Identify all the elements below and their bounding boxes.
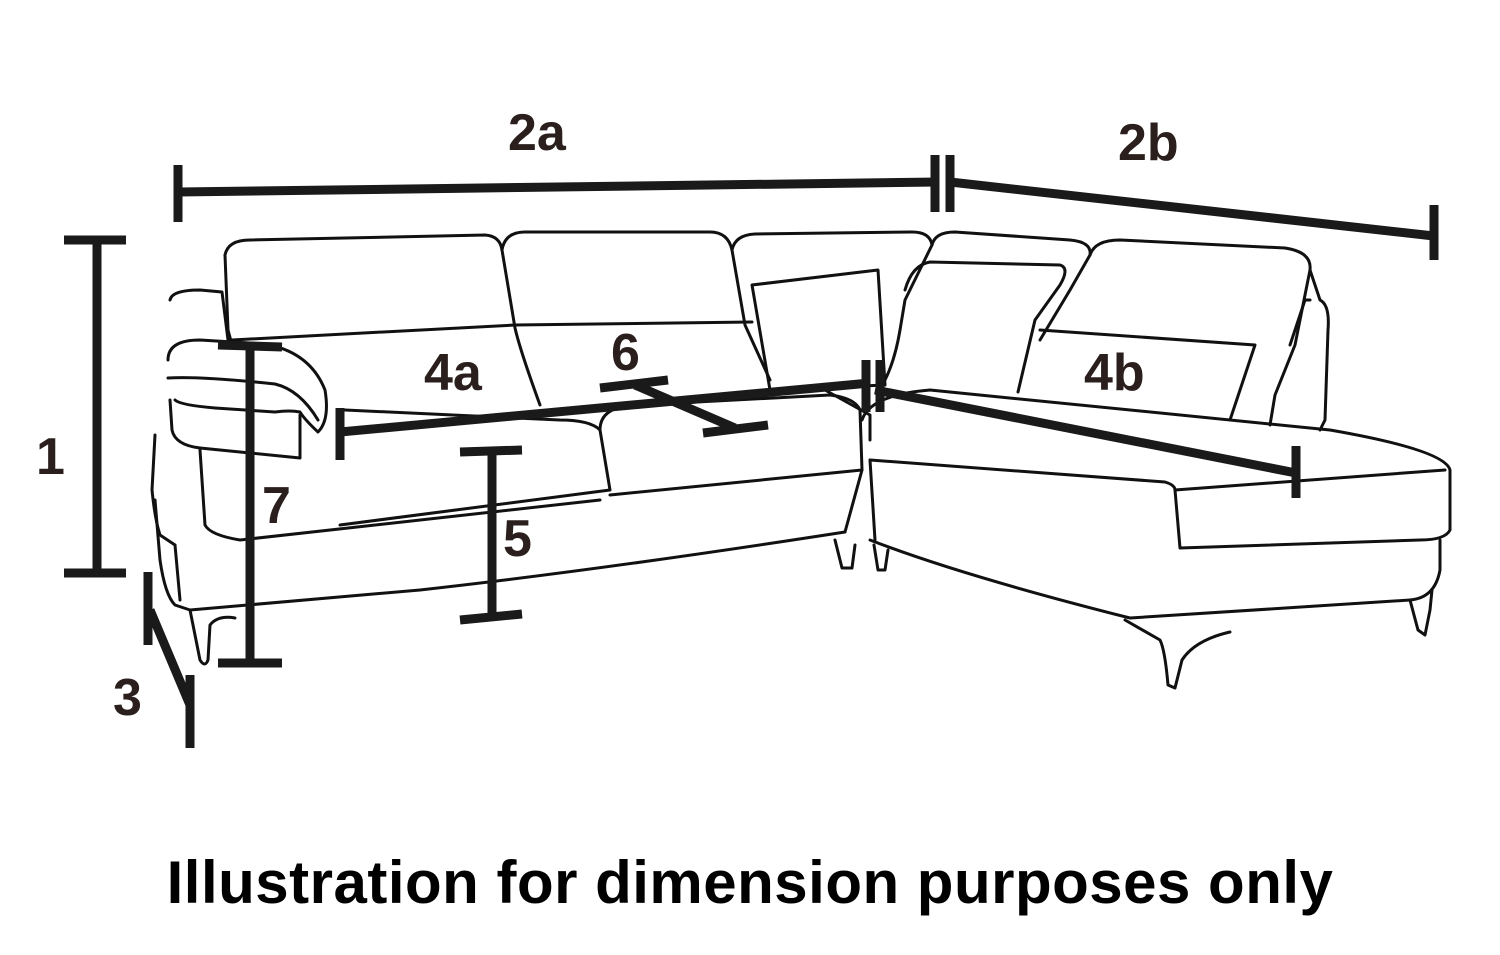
leg-middle-2 [872,543,890,572]
label-6: 6 [611,324,640,382]
base-left [153,498,847,612]
dimension-4a [335,378,871,460]
left-arm-back [168,288,230,342]
seat-cushion-2 [598,393,864,497]
corner-cushion-seam [883,328,902,382]
label-2b: 2b [1118,114,1179,172]
leg-front-right [1123,618,1232,690]
back-cushion-1 [223,233,542,407]
caption-text: Illustration for dimension purposes only [166,849,1334,916]
leg-back-right [1408,588,1434,637]
left-arm-front [150,433,177,547]
label-7: 7 [262,477,291,535]
seat-cushion-3 [823,388,872,442]
dimension-5 [459,445,523,625]
dimension-1 [64,235,126,578]
dimension-7 [217,340,283,668]
dimension-labels: 1 2a 2b 3 4a 4b 5 6 7 [36,104,1179,727]
back-cushion-3 [730,230,934,332]
left-armrest-line [166,376,320,422]
corner-cushion [930,230,1092,342]
seat-cushion-front-1 [198,448,602,542]
chaise-seat [860,388,1452,550]
sofa-illustration [150,230,1452,690]
back-cushion-2 [500,230,772,382]
chaise-seat-seam [1173,468,1447,492]
base-right [868,538,1442,620]
right-side-panel [1308,268,1330,432]
label-2a: 2a [508,104,567,162]
leg-front-left [188,608,237,666]
leg-middle-1 [833,538,857,570]
left-armrest-line2 [168,398,302,460]
dimension-2b [945,155,1439,260]
label-4b: 4b [1084,344,1145,402]
base-left-front [173,543,182,602]
right-side-panel-2 [1288,298,1312,347]
label-5: 5 [503,510,532,568]
back-cushion-1-seam [230,320,754,342]
dimension-3 [143,572,195,748]
throw-pillow [750,268,887,392]
corner-cushion-front [903,260,1067,394]
dimension-lines [64,155,1439,748]
dimension-6 [599,375,769,438]
label-1: 1 [36,428,65,486]
label-4a: 4a [424,344,483,402]
dimension-4b [861,360,1301,498]
base-corner [843,458,877,542]
label-3: 3 [113,669,142,727]
back-cushion-1-side [223,253,234,347]
dimension-2a [173,155,940,222]
right-back-seam [1038,328,1257,422]
